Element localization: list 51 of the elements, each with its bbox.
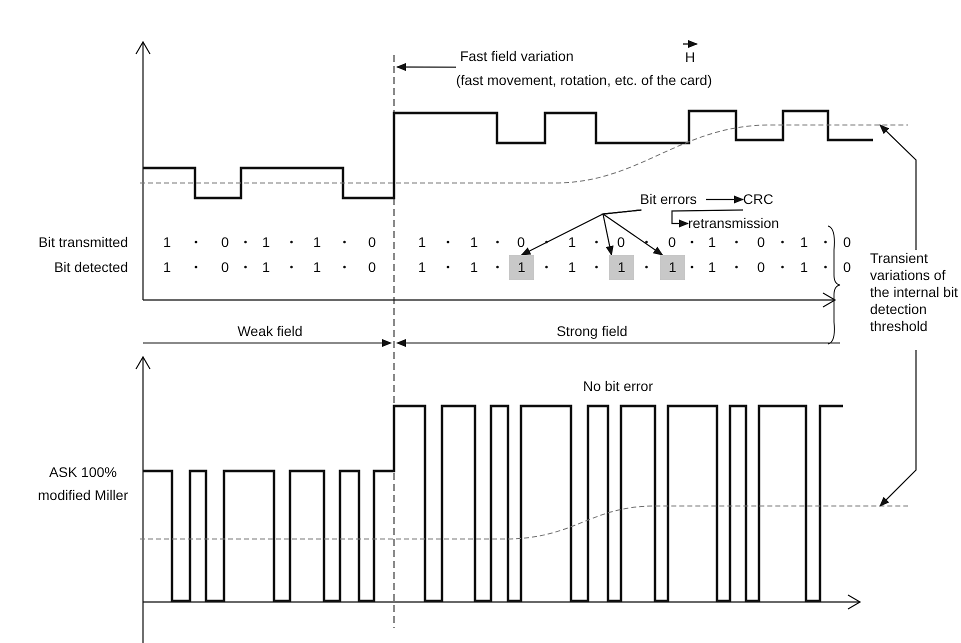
row-label: Bit transmitted (38, 234, 128, 250)
arrow (879, 350, 917, 507)
error-bit-highlight: 1 (609, 255, 634, 280)
region-label: Strong field (556, 322, 628, 340)
arrow (879, 124, 917, 250)
bit-value: 1 (163, 234, 171, 250)
bit-value: 0 (221, 234, 229, 250)
bit-value: 1 (418, 258, 426, 276)
bit-value: 0 (368, 258, 376, 276)
annotation-text: retransmission (688, 214, 812, 233)
error-bit-highlight: 1 (509, 255, 534, 280)
bit-value: 1 (708, 258, 716, 276)
threshold-curve (140, 124, 908, 184)
annotation-text: Bit errors (640, 189, 706, 210)
bit-value: 0 (843, 234, 851, 250)
region-label: Weak field (237, 322, 303, 340)
bit-value: 0 (517, 234, 525, 250)
threshold-curve (140, 506, 908, 540)
bit-value: 1 (800, 258, 808, 276)
arrow (396, 63, 456, 72)
bit-value: 0 (757, 258, 765, 276)
bit-value: 1 (568, 234, 576, 250)
annotation-text: Transient variations of the internal bit detection threshold (870, 250, 961, 350)
annotation-text: (fast movement, rotation, etc. of the card) (456, 71, 712, 90)
bit-value: 1 (568, 258, 576, 276)
vector-symbol: H (684, 48, 696, 66)
bit-value: 0 (668, 234, 676, 250)
bit-value: 1 (262, 234, 270, 250)
bit-value: 0 (221, 258, 229, 276)
row-label: Bit detected (54, 258, 128, 276)
bit-value: 1 (262, 258, 270, 276)
signal-label: ASK 100% modified Miller (36, 463, 130, 505)
arrow (601, 209, 664, 256)
bit-value: 1 (163, 258, 171, 276)
annotation-text: Fast field variation (460, 47, 574, 66)
bit-value: 1 (708, 234, 716, 250)
annotation-text: No bit error (582, 378, 654, 394)
error-bit-highlight: 1 (660, 255, 685, 280)
bit-value: 1 (470, 234, 478, 250)
bit-value: 1 (800, 234, 808, 250)
bit-value: 0 (757, 234, 765, 250)
bit-value: 1 (313, 234, 321, 250)
arrow (671, 209, 743, 228)
bit-value: 1 (313, 258, 321, 276)
arrow (706, 196, 744, 204)
annotation-text: CRC (743, 189, 791, 210)
bit-value: 1 (470, 258, 478, 276)
bit-value: 0 (843, 258, 851, 276)
bit-value: 1 (418, 234, 426, 250)
bit-value: 0 (617, 234, 625, 250)
bit-value: 0 (368, 234, 376, 250)
